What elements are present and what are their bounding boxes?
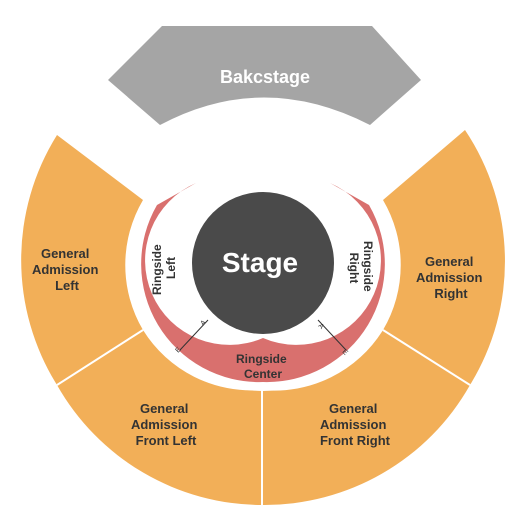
label-ga-left-line1: General (41, 246, 89, 261)
divider-left (56, 329, 144, 386)
entry-arrow-right: A (317, 322, 325, 330)
label-ringside-right-line2: Right (347, 253, 361, 284)
label-stage: Stage (222, 247, 298, 278)
label-ringside-right: Ringside Right (347, 241, 375, 295)
section-ga-front-right[interactable] (262, 330, 470, 506)
label-ga-front-left-line1: General (140, 401, 188, 416)
label-ga-right: General Admission Right (416, 254, 486, 301)
exit-mark-left: E (174, 346, 182, 354)
label-ringside-left: Ringside Left (150, 241, 178, 295)
label-ringside-center: Ringside Center (236, 352, 290, 381)
label-ga-front-right-line1: General (329, 401, 377, 416)
label-ringside-left-line1: Ringside (150, 244, 164, 295)
label-ga-front-right-line3: Front Right (320, 433, 391, 448)
exit-mark-right: E (341, 348, 349, 356)
ringside-divider-left (179, 319, 209, 351)
ringside-divider-right (317, 319, 347, 351)
label-ga-right-line2: Admission (416, 270, 483, 285)
label-ga-front-left: General Admission Front Left (131, 401, 201, 448)
label-ringside-center-line1: Ringside (236, 352, 287, 366)
divider-right (382, 329, 471, 386)
section-ringside[interactable] (141, 183, 385, 383)
label-ga-front-left-line3: Front Left (136, 433, 197, 448)
entry-arrow-left: A (199, 319, 207, 327)
label-ga-left: General Admission Left (32, 246, 102, 293)
section-ga-right[interactable] (383, 130, 505, 385)
label-ga-left-line3: Left (55, 278, 80, 293)
label-ga-left-line2: Admission (32, 262, 99, 277)
label-ga-front-right: General Admission Front Right (320, 401, 391, 448)
label-ga-front-left-line2: Admission (131, 417, 198, 432)
label-backstage: Bakcstage (220, 67, 310, 87)
label-ringside-center-line2: Center (244, 367, 282, 381)
label-ga-front-right-line2: Admission (320, 417, 387, 432)
label-ringside-right-line1: Ringside (361, 241, 375, 292)
label-ga-right-line3: Right (434, 286, 468, 301)
label-ga-right-line1: General (425, 254, 473, 269)
section-backstage[interactable] (108, 26, 421, 125)
section-ga-left[interactable] (21, 135, 144, 385)
stage-circle[interactable] (192, 192, 334, 334)
label-ringside-left-line2: Left (164, 257, 178, 279)
section-ga-front-left[interactable] (57, 330, 262, 505)
